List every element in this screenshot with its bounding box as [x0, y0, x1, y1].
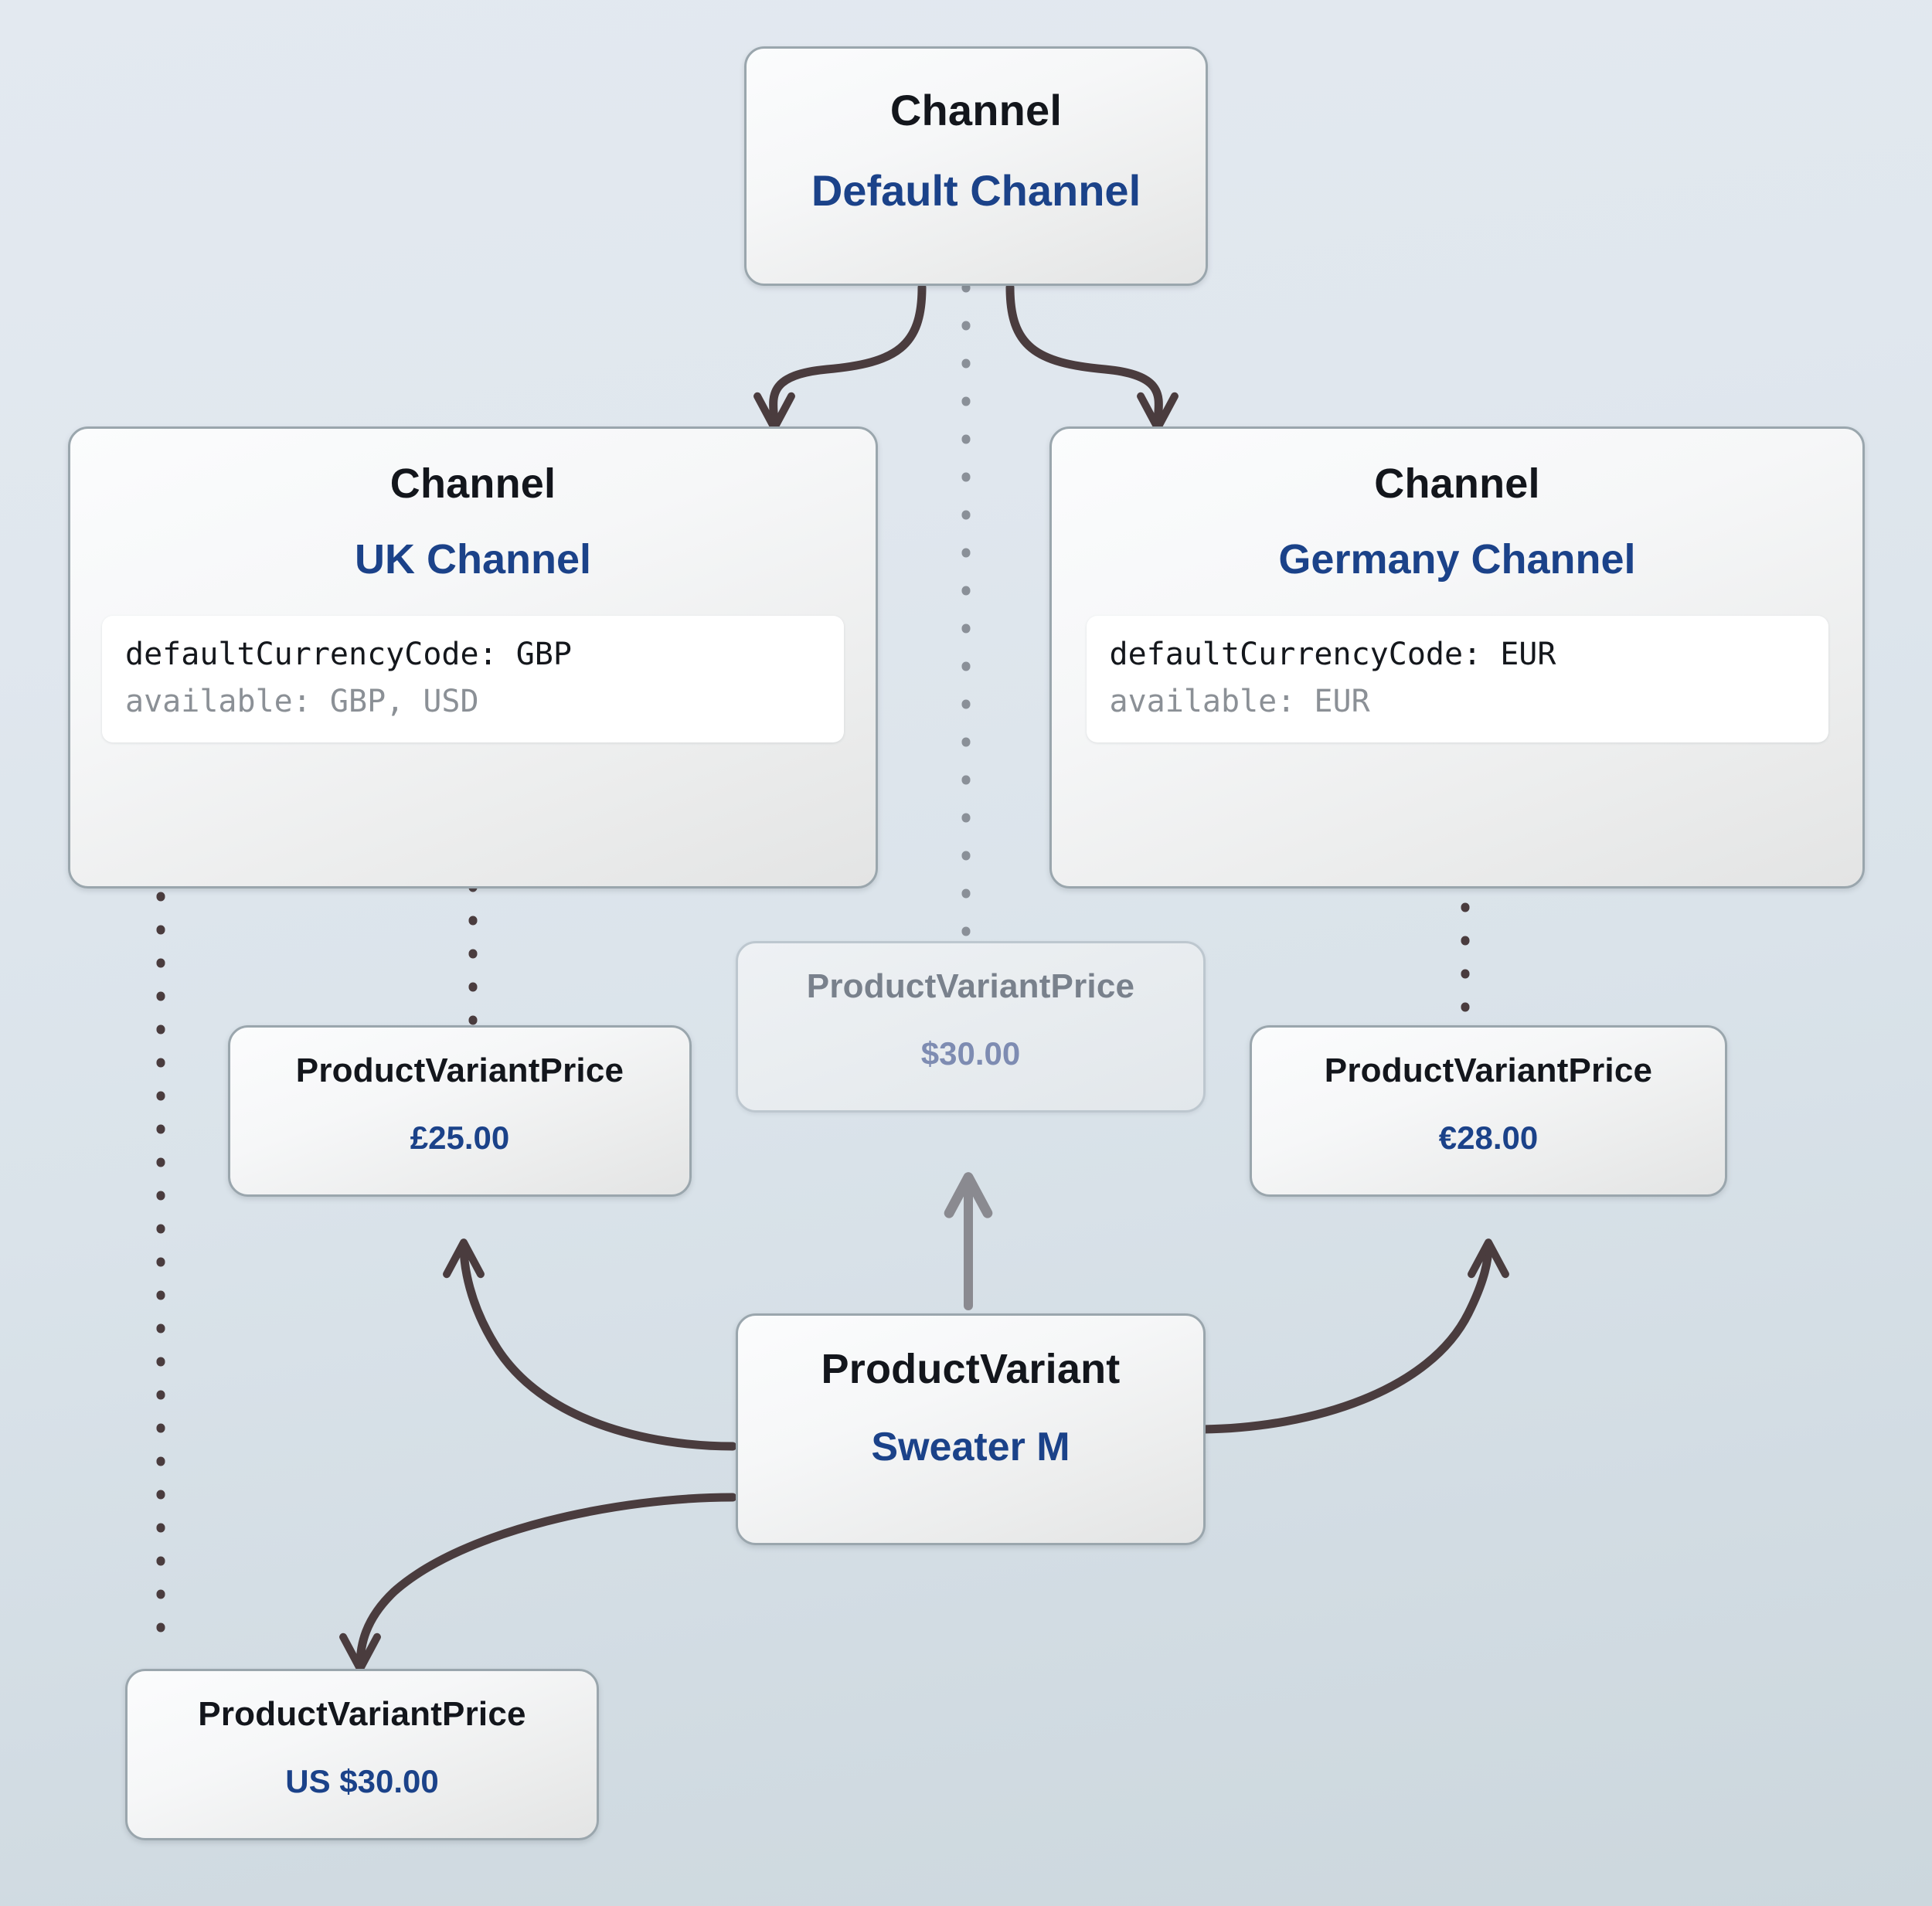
node-product-variant-name: Sweater M: [871, 1425, 1070, 1469]
edge-product-variant-to-price-gbp: [443, 1238, 737, 1451]
germany-channel-currency-code-block: defaultCurrencyCode: EUR available: EUR: [1086, 616, 1828, 742]
edge-default-channel-to-germany-channel: [1005, 283, 1179, 432]
node-price-gbp-value: £25.00: [410, 1119, 510, 1156]
node-price-us-dollar[interactable]: ProductVariantPrice US $30.00: [125, 1669, 599, 1840]
node-germany-channel-name: Germany Channel: [1278, 536, 1636, 583]
node-uk-channel[interactable]: Channel UK Channel defaultCurrencyCode: …: [68, 426, 878, 888]
node-price-gbp-type: ProductVariantPrice: [295, 1052, 624, 1089]
node-price-eur-value: €28.00: [1438, 1119, 1539, 1156]
node-product-variant-type: ProductVariant: [821, 1346, 1121, 1392]
node-price-gbp[interactable]: ProductVariantPrice £25.00: [228, 1025, 692, 1197]
node-price-us-dollar-type: ProductVariantPrice: [198, 1695, 526, 1733]
node-default-channel-type: Channel: [889, 86, 1063, 134]
node-price-eur-type: ProductVariantPrice: [1324, 1052, 1653, 1089]
uk-channel-default-currency-line: defaultCurrencyCode: GBP: [125, 637, 572, 672]
edge-product-variant-to-price-us-dollar: [339, 1493, 737, 1673]
node-default-channel[interactable]: Channel Default Channel: [744, 46, 1208, 286]
node-germany-channel-type: Channel: [1374, 460, 1540, 507]
node-product-variant[interactable]: ProductVariant Sweater M: [736, 1313, 1206, 1545]
node-price-us-dollar-value: US $30.00: [285, 1763, 439, 1799]
node-germany-channel[interactable]: Channel Germany Channel defaultCurrencyC…: [1049, 426, 1865, 888]
edge-default-channel-to-uk-channel: [753, 283, 927, 432]
node-price-usd-ghost-value: $30.00: [920, 1035, 1021, 1072]
node-default-channel-name: Default Channel: [811, 166, 1141, 215]
node-uk-channel-name: UK Channel: [354, 536, 592, 583]
node-price-eur[interactable]: ProductVariantPrice €28.00: [1250, 1025, 1727, 1197]
germany-channel-default-currency-line: defaultCurrencyCode: EUR: [1109, 637, 1556, 672]
edge-product-variant-to-price-eur: [1198, 1238, 1509, 1434]
node-price-usd-ghost-type: ProductVariantPrice: [806, 967, 1135, 1005]
uk-channel-currency-code-block: defaultCurrencyCode: GBP available: GBP,…: [102, 616, 844, 742]
node-price-usd-ghost[interactable]: ProductVariantPrice $30.00: [736, 941, 1206, 1113]
germany-channel-available-currencies-line: available: EUR: [1109, 683, 1370, 719]
node-uk-channel-type: Channel: [389, 460, 556, 507]
uk-channel-available-currencies-line: available: GBP, USD: [125, 683, 479, 719]
